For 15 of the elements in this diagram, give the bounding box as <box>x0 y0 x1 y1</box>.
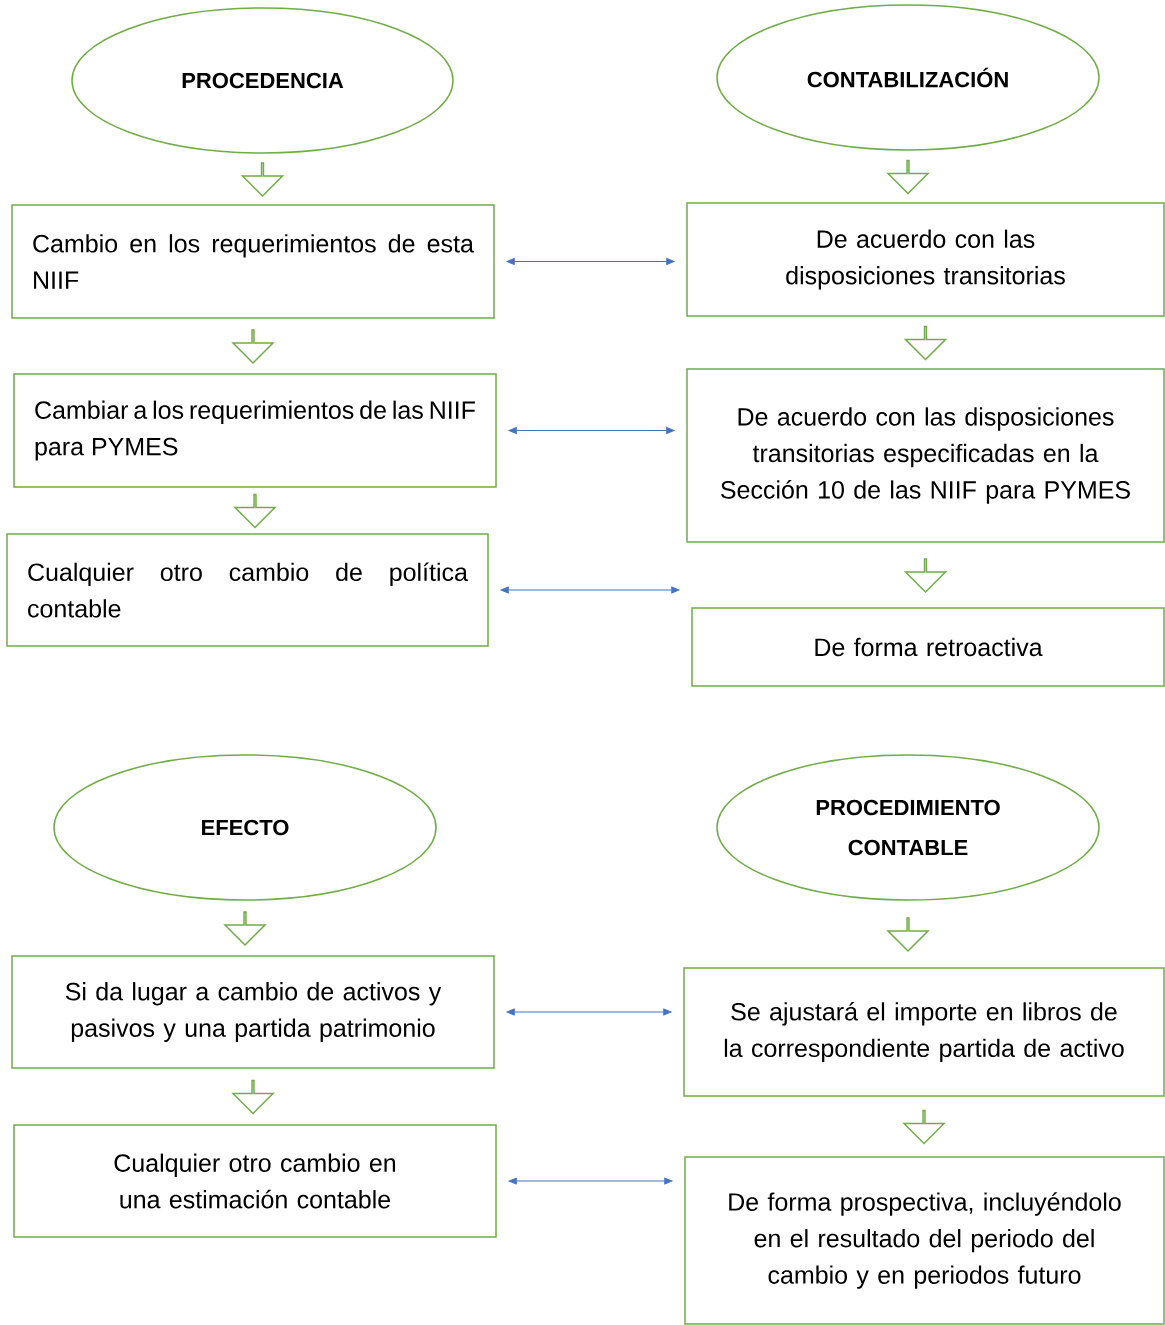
double-arrow <box>508 1177 673 1185</box>
double-arrow <box>506 258 675 265</box>
process-box: De forma prospectiva, incluyéndolo en el resultado del periodo del cambio y en periodos futuro <box>684 1156 1165 1325</box>
process-box: Cualquier otro cambio de política contable <box>6 533 489 647</box>
process-box: Cambio en los requerimientos de esta NIIF <box>11 204 495 319</box>
process-box: De acuerdo con las disposiciones transitorias especificadas en la Sección 10 de las NIIF para PYMES <box>686 368 1165 543</box>
process-box: De forma retroactiva <box>691 607 1165 687</box>
process-box: Si da lugar a cambio de activos y pasivos y una partida patrimonio <box>11 955 495 1069</box>
process-box: Cambiar a los requerimientos de las NIIF para PYMES <box>13 373 497 488</box>
process-box: Cualquier otro cambio en una estimación contable <box>13 1124 497 1238</box>
double-arrow <box>506 1008 672 1016</box>
double-arrow <box>500 586 680 594</box>
process-box: De acuerdo con las disposiciones transitorias <box>686 202 1165 317</box>
double-arrow <box>508 427 675 434</box>
process-box: Se ajustará el importe en libros de la correspondiente partida de activo <box>683 967 1165 1097</box>
